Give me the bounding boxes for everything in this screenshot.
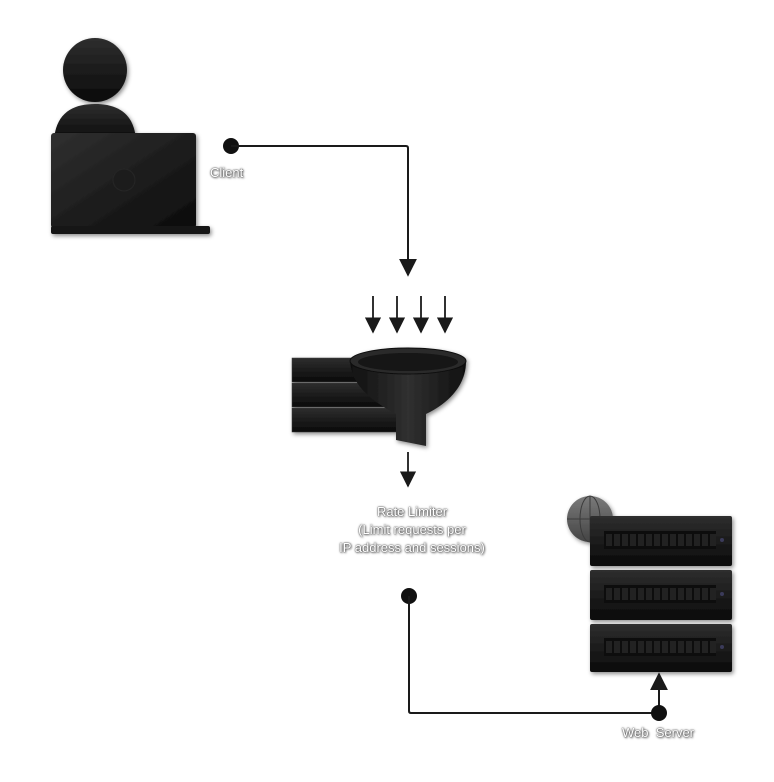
drive-bay — [678, 534, 684, 546]
drive-bay — [702, 641, 708, 653]
drive-bay — [614, 534, 620, 546]
drive-bay — [694, 534, 700, 546]
drive-bay — [614, 641, 620, 653]
drive-bay — [622, 641, 628, 653]
laptop-base — [51, 226, 210, 234]
drive-bay — [678, 641, 684, 653]
drive-bay — [702, 588, 708, 600]
drive-bay — [662, 641, 668, 653]
drive-bay — [654, 641, 660, 653]
status-led-icon — [720, 538, 724, 542]
drive-bay — [630, 588, 636, 600]
drive-bay — [646, 641, 652, 653]
client-label: Client — [210, 165, 244, 180]
drive-bay — [654, 534, 660, 546]
drive-bay — [686, 641, 692, 653]
user-head — [63, 38, 127, 102]
user-shoulders — [54, 104, 136, 140]
status-led-icon — [720, 645, 724, 649]
drive-bay — [710, 588, 716, 600]
drive-bay — [694, 641, 700, 653]
status-led-icon — [720, 592, 724, 596]
drive-bay — [654, 588, 660, 600]
drive-bay — [670, 588, 676, 600]
drive-bay — [662, 534, 668, 546]
drive-bay — [686, 534, 692, 546]
rate-limiter-label: Rate Limiter (Limit requests per IP addr… — [322, 503, 502, 557]
drive-bay — [710, 641, 716, 653]
drive-bay — [702, 534, 708, 546]
web-server-label: Web Server — [622, 725, 695, 740]
drive-bay — [606, 534, 612, 546]
drive-bay — [630, 641, 636, 653]
drive-bay — [622, 534, 628, 546]
drive-bay — [638, 534, 644, 546]
connector-line — [408, 596, 668, 714]
server-drive-bays — [604, 531, 724, 656]
edge-client-to-rate-limiter — [223, 138, 417, 277]
drive-bay — [638, 588, 644, 600]
user-laptop-icon — [51, 38, 210, 234]
edge-rate-limiter-to-web-server — [401, 588, 668, 721]
server-rack-icon — [567, 495, 732, 672]
incoming-requests-arrows-icon — [364, 296, 454, 334]
rate-limiter-description-line1: (Limit requests per — [358, 522, 466, 537]
drive-bay — [638, 641, 644, 653]
funnel-opening — [358, 353, 458, 371]
drive-bay — [670, 534, 676, 546]
drive-bay — [606, 641, 612, 653]
drive-bay — [646, 534, 652, 546]
drive-bay — [646, 588, 652, 600]
connector-line — [231, 145, 417, 277]
drive-bay — [662, 588, 668, 600]
rate-limiter-title: Rate Limiter — [376, 504, 448, 519]
funnel-filter-icon — [291, 347, 467, 446]
drive-bay — [622, 588, 628, 600]
funnel-body — [350, 362, 466, 446]
drive-bay — [686, 588, 692, 600]
drive-bay — [614, 588, 620, 600]
drive-bay — [710, 534, 716, 546]
rate-limiter-description-line2: IP address and sessions) — [339, 540, 485, 555]
drive-bay — [678, 588, 684, 600]
drive-bay — [694, 588, 700, 600]
request-stack-layer — [291, 407, 401, 433]
laptop-logo — [112, 168, 136, 192]
drive-bay — [630, 534, 636, 546]
drive-bay — [670, 641, 676, 653]
connector-dot — [651, 705, 667, 721]
drive-bay — [606, 588, 612, 600]
